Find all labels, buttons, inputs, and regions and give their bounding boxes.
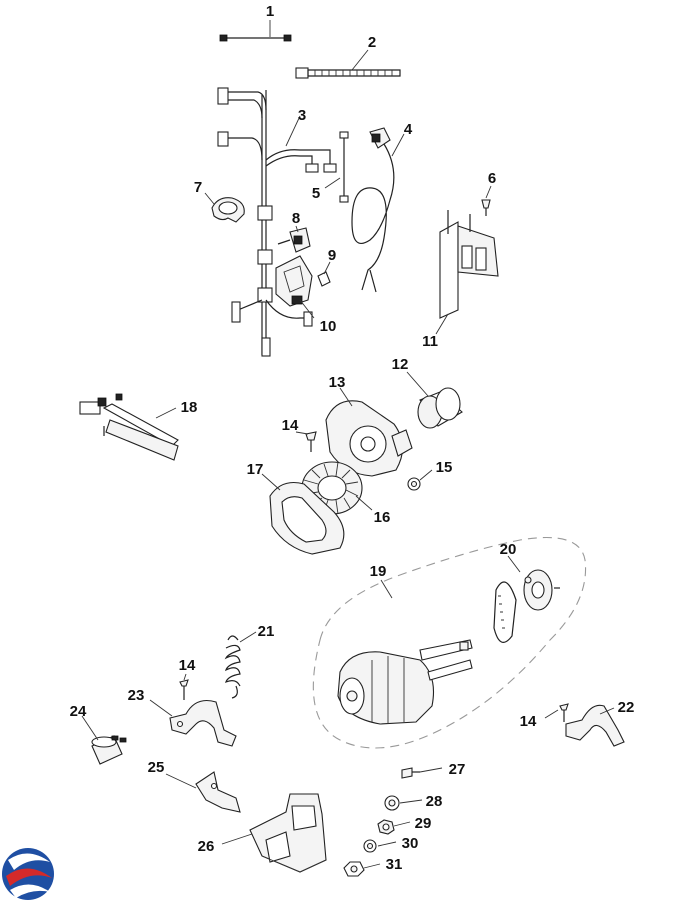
part-2-cable-tie [295,49,401,79]
label-part-1: 1 [266,3,274,20]
label-part-4: 4 [404,121,413,138]
part-1-jumper-wire [219,20,292,42]
part-6-screw [481,185,492,216]
part-28-washer [384,795,423,811]
part-5-ground-wire [324,131,349,203]
part-24-capacitor [81,715,127,765]
swirl-logo-icon [2,848,54,900]
label-part-25: 25 [148,759,165,776]
label-part-2: 2 [368,34,376,51]
part-29-nut [377,819,411,835]
label-part-16: 16 [374,509,391,526]
part-number-labels: 1 2 3 4 5 6 7 8 9 10 11 12 13 14 15 16 1… [70,3,635,873]
part-7-clamp [204,192,245,223]
part-26-base-bracket [221,793,327,873]
label-part-23: 23 [128,687,145,704]
part-9-clip [317,261,331,287]
label-part-3: 3 [298,107,306,124]
part-17-blower-cover [261,473,345,555]
part-19-motor-assembly-group [312,537,587,749]
part-31-hex-nut [343,861,381,877]
part-14-screw-blower [295,431,317,452]
label-part-26: 26 [198,838,215,855]
part-10-door-lock [275,255,315,319]
part-27-bolt [401,767,443,779]
label-part-19: 19 [370,563,387,580]
part-4-power-cord [351,127,405,293]
part-23-motor-bracket [149,699,237,747]
part-14-screw-left [179,673,189,700]
label-part-22: 22 [618,699,635,716]
label-part-9: 9 [328,247,336,264]
label-part-12: 12 [392,356,409,373]
part-22-motor-bracket [565,704,625,747]
label-part-29: 29 [415,815,432,832]
part-8-switch [277,225,311,253]
label-part-31: 31 [386,856,403,873]
label-part-14b: 14 [179,657,196,674]
part-30-washer [363,839,397,853]
part-13-blower-housing [325,387,413,477]
part-3-wire-harness [217,87,337,357]
label-part-28: 28 [426,793,443,810]
label-part-6: 6 [488,170,496,187]
label-part-14: 14 [282,417,299,434]
part-15-washer [407,469,433,491]
part-20-belt-pulley [493,555,560,643]
part-21-spring [224,631,257,699]
label-part-10: 10 [320,318,337,335]
part-25-bracket [165,771,241,813]
part-14-screw-right [544,703,569,722]
label-part-5: 5 [312,185,320,202]
label-part-20: 20 [500,541,517,558]
part-11-relay-bracket [435,210,499,335]
label-part-24: 24 [70,703,87,720]
label-part-27: 27 [449,761,466,778]
label-part-11: 11 [422,333,438,350]
label-part-15: 15 [436,459,453,476]
label-part-14c: 14 [520,713,537,730]
label-part-17: 17 [247,461,264,478]
label-part-30: 30 [402,835,419,852]
part-18-heater-element [79,393,179,461]
label-part-13: 13 [329,374,346,391]
label-part-8: 8 [292,210,300,227]
label-part-18: 18 [181,399,198,416]
part-12-duct-sleeve [406,371,463,429]
label-part-21: 21 [258,623,275,640]
drive-motor [337,639,473,725]
label-part-7: 7 [194,179,202,196]
